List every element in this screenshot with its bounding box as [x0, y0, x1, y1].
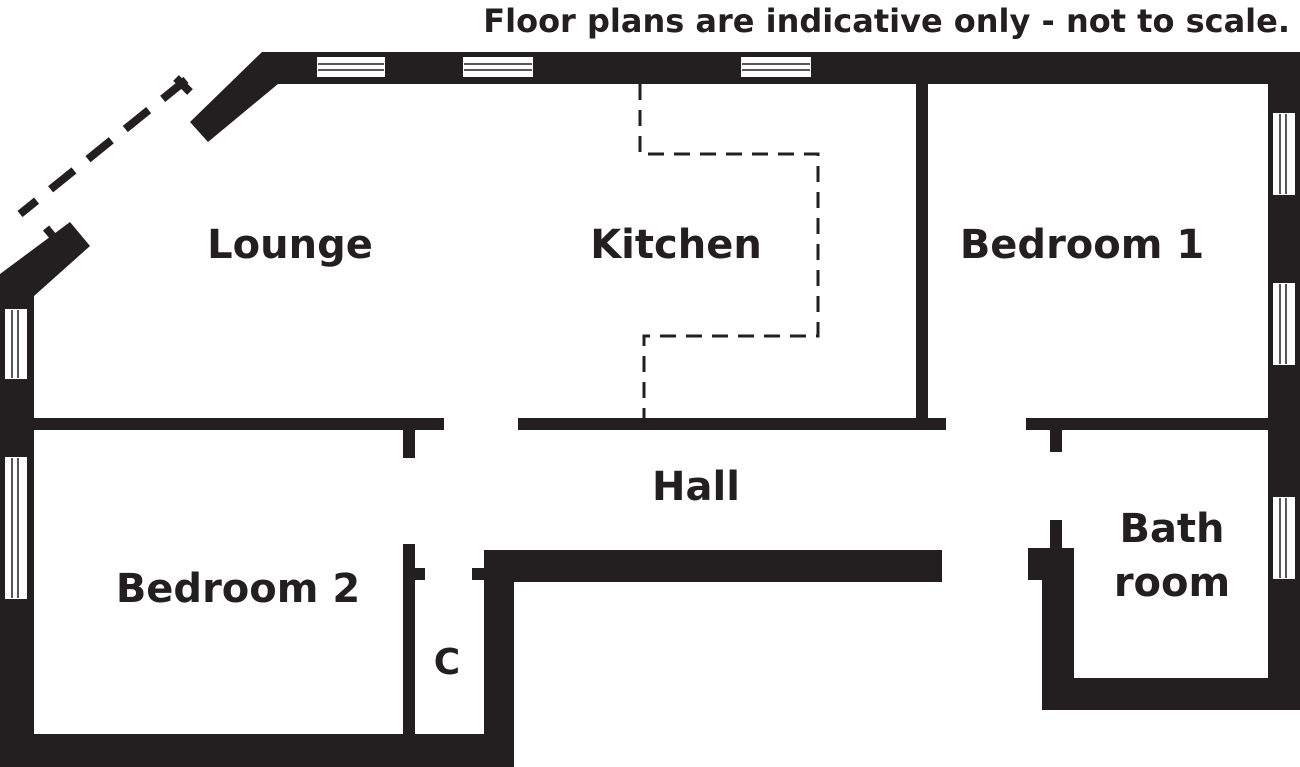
room-label-bedroom2: Bedroom 2 [116, 566, 360, 612]
wall-kitchen-south [518, 418, 946, 430]
bay-door-stub [173, 75, 193, 95]
window-left-1 [3, 307, 29, 381]
cupboard-door-stop-left [403, 568, 425, 580]
room-label-bathroom-line2: room [1114, 560, 1230, 606]
wall-bedroom1-south [1026, 418, 1268, 430]
bath-wall-stub [1028, 548, 1074, 580]
window-top-1 [315, 55, 387, 79]
outer-wall-bath-bottom [1042, 678, 1300, 710]
cupboard-door-stop-right [472, 568, 486, 580]
outer-wall-right-upper [1268, 52, 1300, 430]
door-stop-bed2 [403, 430, 415, 458]
window-right-1 [1271, 111, 1297, 197]
room-label-cupboard: C [434, 642, 460, 683]
kitchen-worktop-outline [638, 84, 820, 418]
window-right-2 [1271, 281, 1297, 367]
disclaimer-text: Floor plans are indicative only - not to… [483, 2, 1290, 40]
bay-door-dashed [17, 76, 189, 218]
room-label-lounge: Lounge [207, 222, 373, 268]
bay-door-stub-lower [42, 225, 60, 243]
wall-bed2-cupboard [403, 544, 415, 734]
window-right-3 [1271, 495, 1297, 581]
room-label-bedroom1: Bedroom 1 [960, 222, 1204, 268]
wall-kitchen-bedroom1 [916, 84, 928, 430]
room-label-kitchen: Kitchen [590, 222, 762, 268]
window-left-2 [3, 455, 29, 601]
room-label-hall: Hall [652, 464, 740, 510]
outer-wall-cupboard-right [484, 550, 514, 767]
door-stop-bath [1050, 430, 1062, 452]
wall-lounge-south [34, 418, 444, 430]
outer-wall-bottom [0, 734, 514, 767]
window-top-3 [739, 55, 813, 79]
bath-door-stop-lower [1050, 520, 1062, 550]
window-top-2 [461, 55, 535, 79]
room-label-bathroom-line1: Bath [1119, 506, 1224, 552]
hall-south-wall [484, 550, 942, 582]
